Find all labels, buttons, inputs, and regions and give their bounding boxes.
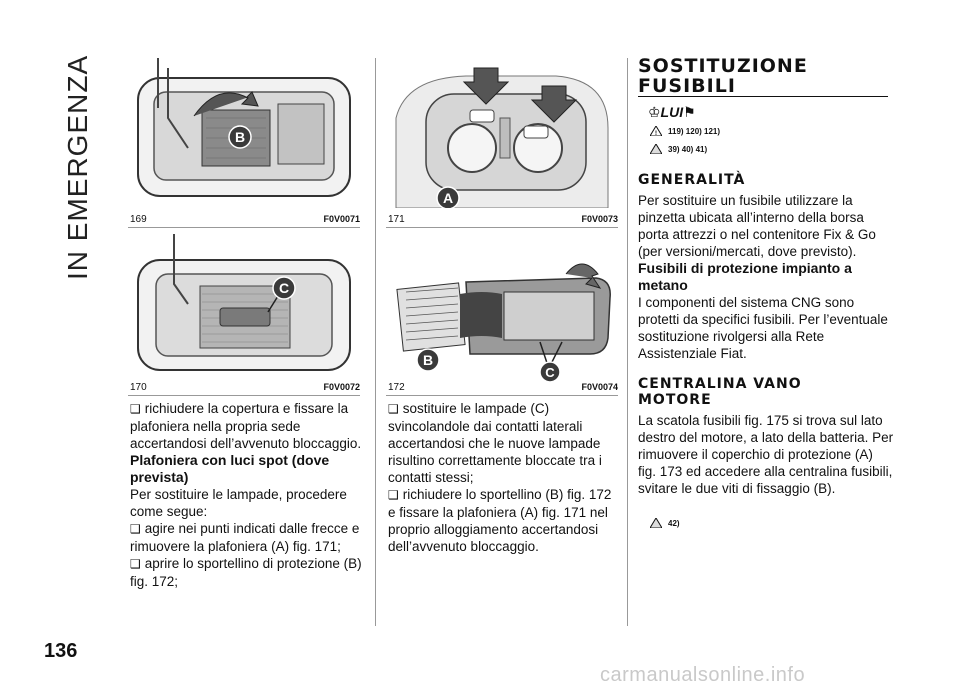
figure-code: F0V0072 (323, 382, 360, 392)
chapter-title-text: IN EMERGENZA (62, 54, 93, 280)
figure-169-caption: 169 F0V0071 (130, 214, 360, 225)
figure-172: B C (386, 234, 618, 382)
caption-rule (128, 395, 360, 396)
section-title-line: FUSIBILI (638, 75, 736, 97)
warning-refs-3: 42) (650, 518, 680, 528)
section-rule (638, 96, 888, 97)
figure-172-caption: 172 F0V0074 (388, 382, 618, 393)
warning-refs-text: 42) (668, 518, 680, 528)
watermark: carmanualsonline.info (600, 664, 806, 686)
subsection-title-line: MOTORE (638, 392, 712, 408)
callout-label: B (423, 352, 433, 368)
figure-170: C (128, 234, 360, 376)
caution-triangle-icon (650, 144, 662, 154)
callout-label: A (443, 190, 453, 206)
warning-refs-1: ! 119) 120) 121) (650, 126, 720, 136)
column-divider (375, 58, 376, 626)
safety-icons: ♔LUI⚑ (648, 104, 696, 120)
warning-triangle-icon: ! (650, 126, 662, 136)
subsection-title-line: CENTRALINA VANO (638, 376, 802, 392)
figure-number: 170 (130, 382, 147, 393)
caution-triangle-icon (650, 518, 662, 528)
column-3-text-1: Per sostituire un fusibile utilizzare la… (638, 192, 894, 362)
figure-number: 169 (130, 214, 147, 225)
warning-refs-text: 119) 120) 121) (668, 126, 721, 136)
figure-code: F0V0074 (581, 382, 618, 392)
bullet-item: richiudere lo sportellino (B) fig. 172 e… (388, 486, 620, 555)
svg-text:!: ! (655, 131, 657, 136)
chapter-side-title: IN EMERGENZA (62, 40, 102, 280)
caption-rule (386, 395, 618, 396)
caption-rule (386, 227, 618, 228)
figure-code: F0V0073 (581, 214, 618, 224)
warning-refs-2: 39) 40) 41) (650, 144, 707, 154)
subsection-title: GENERALITÀ (638, 172, 745, 188)
callout-label: C (279, 280, 289, 296)
column-3-text-2: La scatola fusibili fig. 175 si trova su… (638, 412, 894, 497)
callout-label: C (545, 365, 555, 380)
figure-code: F0V0071 (323, 214, 360, 224)
figure-170-caption: 170 F0V0072 (130, 382, 360, 393)
figure-171-caption: 171 F0V0073 (388, 214, 618, 225)
subheading: Fusibili di protezione impianto a metano (638, 260, 852, 293)
subsection-title: CENTRALINA VANO MOTORE (638, 376, 802, 408)
figure-171: A (386, 58, 618, 208)
section-title: SOSTITUZIONE FUSIBILI (638, 56, 808, 96)
figure-number: 171 (388, 214, 405, 225)
subheading: Plafoniera con luci spot (dove prevista) (130, 452, 330, 485)
section-title-line: SOSTITUZIONE (638, 55, 808, 77)
paragraph: Per sostituire un fusibile utilizzare la… (638, 193, 876, 259)
warning-refs-text: 39) 40) 41) (668, 144, 708, 154)
bullet-item: agire nei punti indicati dalle frecce e … (130, 520, 362, 555)
caption-rule (128, 227, 360, 228)
bullet-item: sostituire le lampade (C) svincolandole … (388, 400, 620, 486)
subsection-title-line: GENERALITÀ (638, 172, 746, 188)
page-number: 136 (44, 640, 78, 662)
figure-number: 172 (388, 382, 405, 393)
bullet-item: richiudere la copertura e fissare la pla… (130, 400, 362, 452)
figure-169: B (128, 58, 360, 208)
column-2-text: sostituire le lampade (C) svincolandole … (388, 400, 620, 555)
paragraph: Per sostituire le lampade, procedere com… (130, 487, 347, 519)
paragraph: I componenti del sistema CNG sono protet… (638, 295, 888, 361)
paragraph: La scatola fusibili fig. 175 si trova su… (638, 413, 894, 496)
callout-label: B (235, 129, 245, 145)
column-divider (627, 58, 628, 626)
bullet-item: aprire lo sportellino di protezione (B) … (130, 555, 362, 590)
column-1-text: richiudere la copertura e fissare la pla… (130, 400, 362, 590)
